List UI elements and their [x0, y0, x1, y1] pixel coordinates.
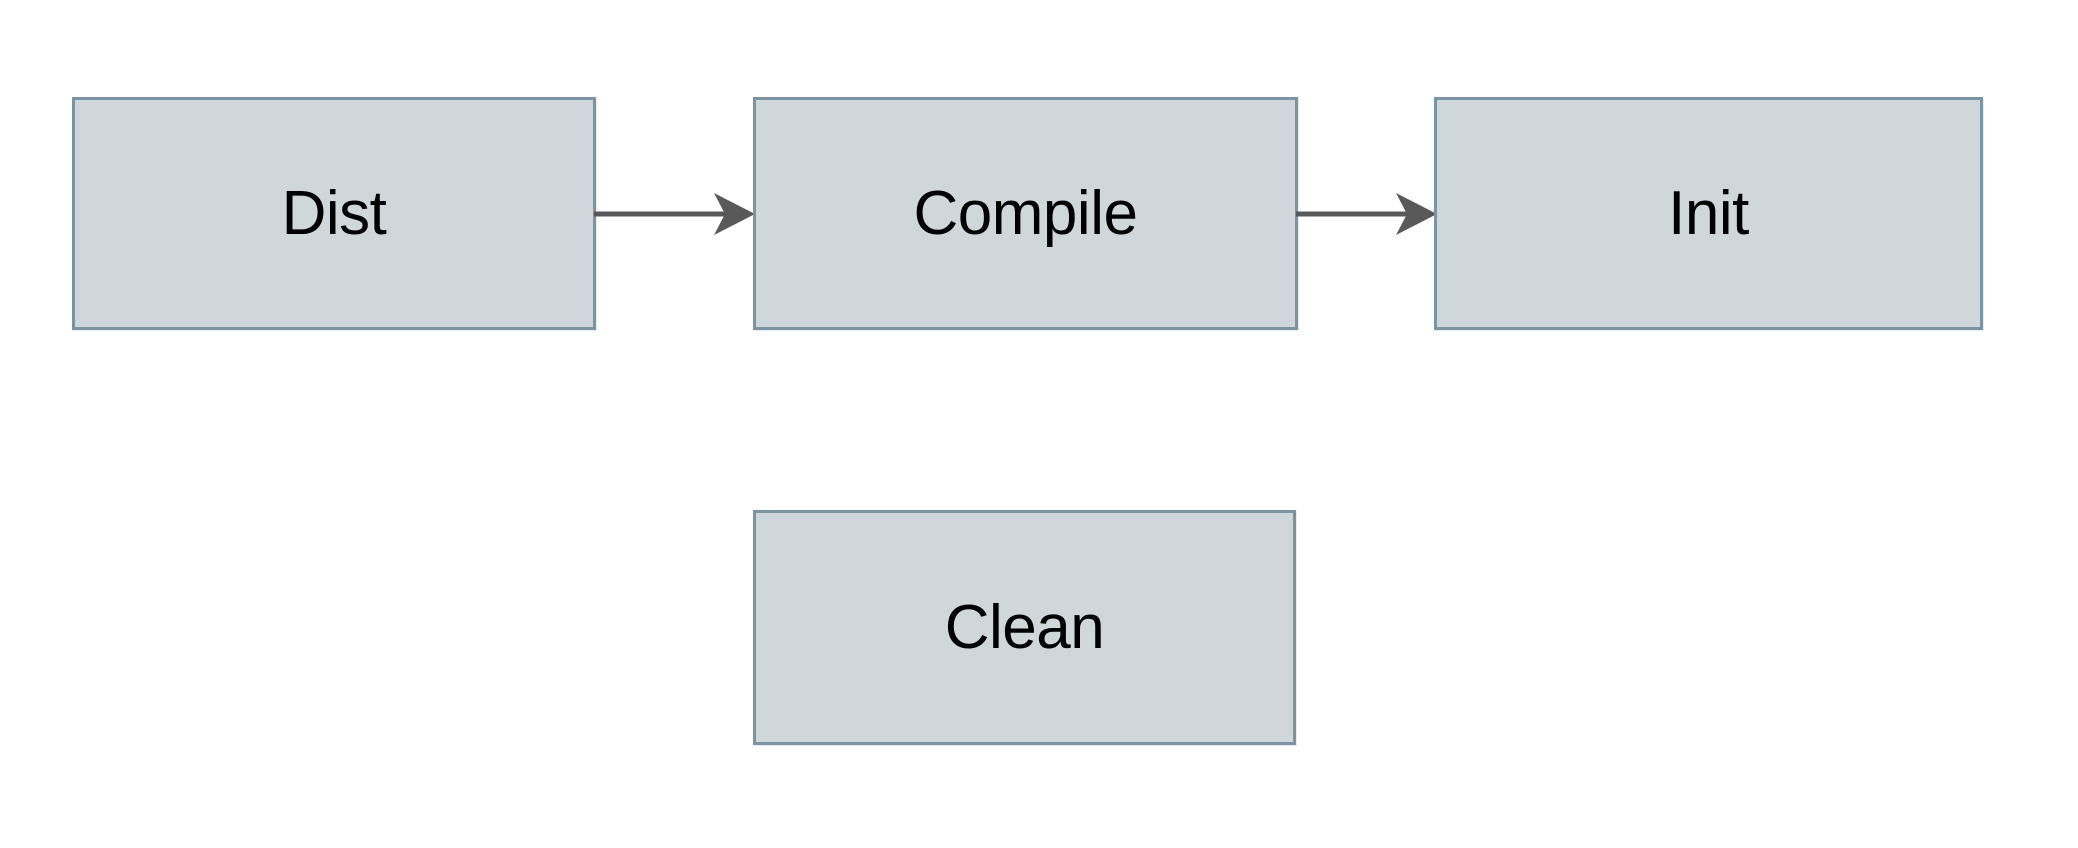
node-init-label: Init: [1668, 178, 1749, 248]
edge-compile-to-init-arrowhead-icon: [1396, 193, 1437, 235]
edge-dist-to-compile-arrowhead-icon: [714, 193, 755, 235]
node-compile-label: Compile: [913, 178, 1138, 248]
node-clean-label: Clean: [944, 592, 1105, 662]
node-init[interactable]: Init: [1434, 97, 1983, 330]
node-dist-label: Dist: [281, 178, 387, 248]
node-clean[interactable]: Clean: [753, 510, 1296, 745]
node-compile[interactable]: Compile: [753, 97, 1298, 330]
edge-compile-to-init[interactable]: [1296, 190, 1441, 238]
edge-dist-to-compile[interactable]: [594, 190, 759, 238]
node-dist[interactable]: Dist: [72, 97, 596, 330]
